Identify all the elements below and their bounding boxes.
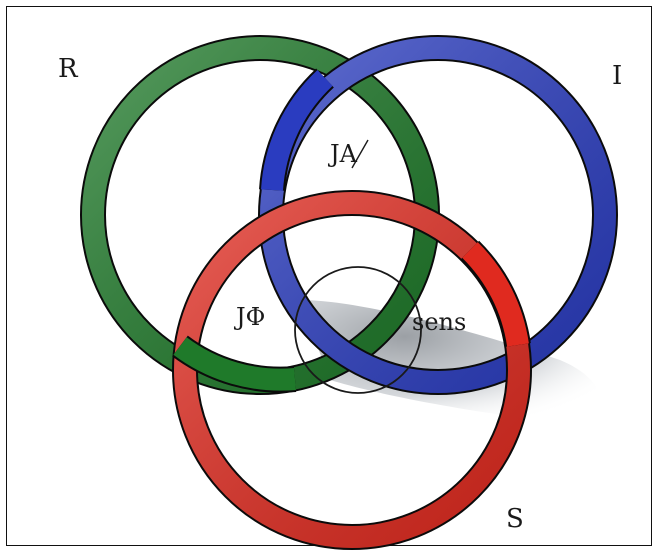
label-sens: sens bbox=[412, 308, 466, 336]
weave-red-over-blue bbox=[460, 240, 531, 348]
label-jphi: JΦ bbox=[233, 303, 265, 331]
weave-blue-over-green bbox=[259, 68, 335, 192]
ja-strike bbox=[351, 139, 369, 169]
label-ja: JA bbox=[327, 140, 358, 168]
label-r: R bbox=[58, 54, 79, 84]
weave-green-over-red bbox=[172, 335, 297, 393]
label-s: S bbox=[506, 504, 524, 534]
small-center-circle bbox=[294, 266, 422, 394]
ring-s bbox=[172, 190, 532, 550]
ring-s-shine bbox=[174, 192, 530, 548]
label-i: I bbox=[612, 61, 622, 91]
